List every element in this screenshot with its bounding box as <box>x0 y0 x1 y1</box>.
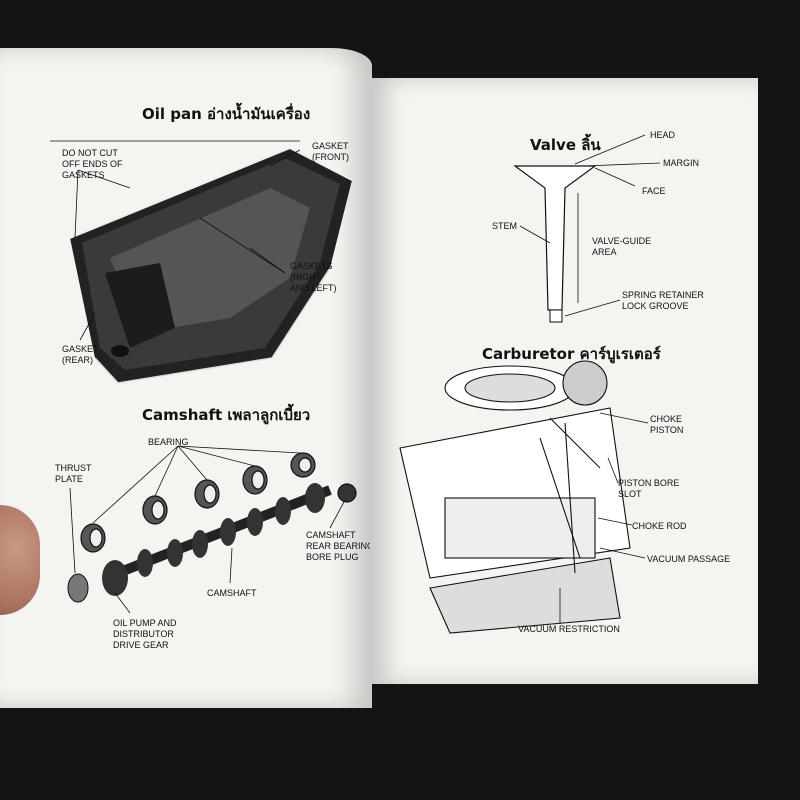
valve-margin-label: MARGIN <box>663 158 699 168</box>
bearing-label: BEARING <box>148 437 189 447</box>
carburetor-illustration <box>399 360 631 634</box>
vacuum-passage-label: VACUUM PASSAGE <box>647 554 731 564</box>
oil-pan-title: Oil pan อ่างน้ำมันเครื่อง <box>142 105 311 123</box>
camshaft-title: Camshaft เพลาลูกเบี้ยว <box>142 406 311 424</box>
left-page-illustrations <box>50 140 357 614</box>
right-book-page: Valve ลิ้น <box>370 78 758 684</box>
choke-piston-label: CHOKE PISTON <box>650 414 684 435</box>
valve-head-label: HEAD <box>650 130 676 140</box>
lock-groove-label: SPRING RETAINER LOCK GROOVE <box>622 290 704 311</box>
rear-bearing-plug-label: CAMSHAFT REAR BEARING BORE PLUG <box>306 530 372 562</box>
valve-face-label: FACE <box>642 186 666 196</box>
choke-rod-label: CHOKE ROD <box>632 521 687 531</box>
oil-pump-gear-label: OIL PUMP AND DISTRIBUTOR DRIVE GEAR <box>113 618 177 650</box>
do-not-cut-label: DO NOT CUT OFF ENDS OF GASKETS <box>62 148 123 180</box>
vacuum-restriction-label: VACUUM RESTRICTION <box>518 624 620 634</box>
right-page-illustrations <box>399 134 661 634</box>
gaskets-right-left-label: GASKETS (RIGHT AND LEFT) <box>290 261 337 293</box>
thrust-plate-label: THRUST PLATE <box>55 463 92 484</box>
camshaft-label: CAMSHAFT <box>207 588 257 598</box>
piston-bore-slot-label: PISTON BORE SLOT <box>618 478 680 499</box>
bearings-illustration <box>80 452 357 553</box>
camshaft-illustration <box>67 483 332 603</box>
valve-stem-label: STEM <box>492 221 518 231</box>
valve-title: Valve ลิ้น <box>530 136 601 154</box>
carburetor-title: Carburetor คาร์บูเรเตอร์ <box>482 345 661 363</box>
thumb <box>0 505 40 615</box>
gasket-front-label: GASKET (FRONT) <box>312 141 349 162</box>
valve-illustration <box>513 165 597 323</box>
oil-pan-illustration <box>69 146 353 384</box>
gasket-rear-label: GASKET (REAR) <box>62 344 99 365</box>
valve-guide-area-label: VALVE-GUIDE AREA <box>592 236 652 257</box>
left-book-page: Oil pan อ่างน้ำมันเครื่อง <box>0 48 372 708</box>
